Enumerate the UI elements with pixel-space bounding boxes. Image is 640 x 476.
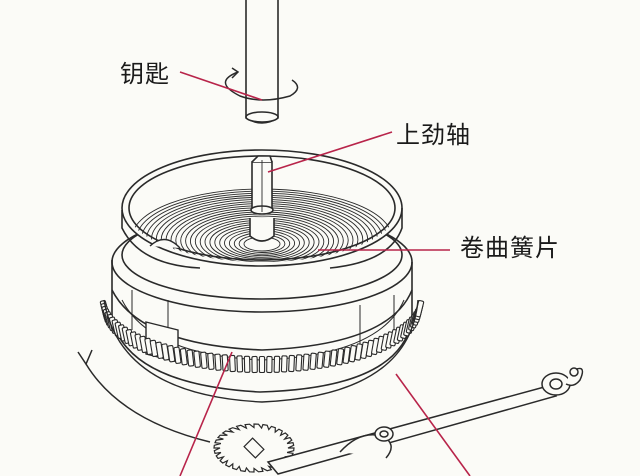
label-arbor: 上劲轴 xyxy=(396,121,471,149)
leader-arbor xyxy=(267,131,393,173)
label-mainspring: 卷曲簧片 xyxy=(460,234,560,262)
lid-notch xyxy=(149,238,181,249)
leader-key xyxy=(179,71,263,101)
arbor-shaft xyxy=(249,155,275,242)
drum-rotation-arrow-icon xyxy=(77,349,211,443)
label-key: 钥匙 xyxy=(120,60,170,88)
key-shaft xyxy=(245,0,279,124)
click-lever xyxy=(266,367,584,475)
leader-barrel xyxy=(179,351,233,476)
label-leaders xyxy=(179,71,471,476)
gear-ring-edge xyxy=(103,299,419,403)
rotation-arrow-icon xyxy=(224,67,299,101)
leader-gear xyxy=(395,373,471,476)
